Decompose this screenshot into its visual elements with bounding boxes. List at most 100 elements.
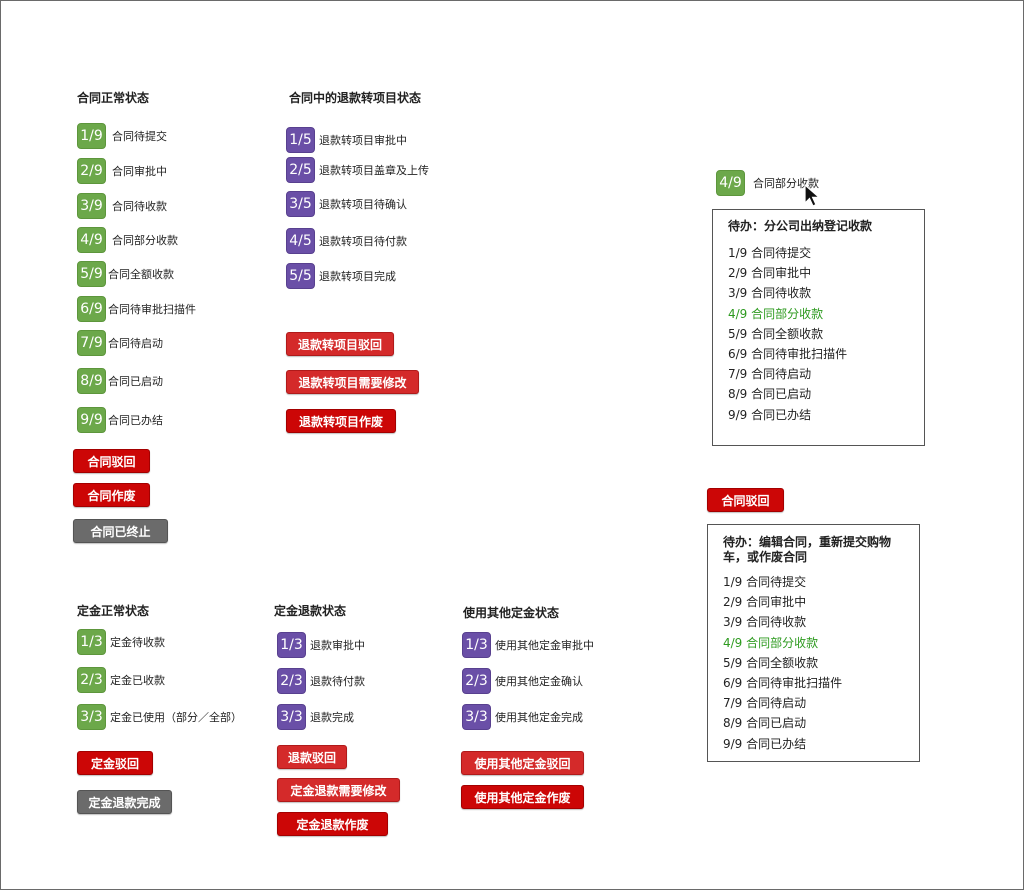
step-badge: 3/3 <box>462 704 491 730</box>
status-row: 1/9 合同待提交 <box>77 123 167 149</box>
status-label: 合同已办结 <box>108 414 163 427</box>
status-label: 合同全额收款 <box>108 268 174 281</box>
todo-item: 2/9 合同审批中 <box>723 595 807 610</box>
status-label: 定金待收款 <box>110 636 165 649</box>
todo-item: 9/9 合同已办结 <box>728 407 812 422</box>
step-badge: 1/3 <box>462 632 491 658</box>
deposit-normal-heading: 定金正常状态 <box>77 604 150 618</box>
status-label: 退款完成 <box>310 711 354 724</box>
todo-item: 8/9 合同已启动 <box>728 387 812 402</box>
todo-item: 1/9 合同待提交 <box>728 246 812 260</box>
step-badge: 3/5 <box>286 191 315 217</box>
todo-item: 5/9 合同全额收款 <box>723 655 819 670</box>
step-badge: 2/3 <box>277 668 306 694</box>
status-label: 合同待审批扫描件 <box>108 303 196 316</box>
step-badge: 1/3 <box>277 632 306 658</box>
todo-item: 7/9 合同待启动 <box>728 367 812 382</box>
status-label: 合同部分收款 <box>112 234 178 247</box>
other-deposit-reject-button[interactable]: 使用其他定金驳回 <box>461 751 584 775</box>
todo-item: 5/9 合同全额收款 <box>728 326 824 341</box>
todo-item-current: 4/9 合同部分收款 <box>723 635 819 650</box>
rejected-todo-panel: 待办：编辑合同，重新提交购物车，或作废合同 1/9 合同待提交 2/9 合同审批… <box>707 524 920 762</box>
status-row: 3/3 使用其他定金完成 <box>462 704 583 730</box>
status-label: 退款待付款 <box>310 675 365 688</box>
status-row: 1/5 退款转项目审批中 <box>286 127 407 153</box>
status-label: 使用其他定金完成 <box>495 711 583 724</box>
deposit-refund-done-button[interactable]: 定金退款完成 <box>77 790 172 814</box>
status-label: 定金已收款 <box>110 674 165 687</box>
step-badge: 3/3 <box>77 704 106 730</box>
todo-item: 6/9 合同待审批扫描件 <box>728 347 848 362</box>
status-row: 3/3 退款完成 <box>277 704 354 730</box>
refund-transfer-heading: 合同中的退款转项目状态 <box>289 91 422 105</box>
status-label: 使用其他定金确认 <box>495 675 583 688</box>
status-label: 合同待提交 <box>112 130 167 143</box>
step-badge: 1/9 <box>77 123 106 149</box>
step-badge: 5/5 <box>286 263 315 289</box>
todo-item: 8/9 合同已启动 <box>723 716 807 731</box>
status-row: 2/3 退款待付款 <box>277 668 365 694</box>
step-badge: 9/9 <box>77 407 106 433</box>
refund-transfer-modify-button[interactable]: 退款转项目需要修改 <box>286 370 419 394</box>
todo-item: 6/9 合同待审批扫描件 <box>723 676 843 691</box>
step-badge: 1/5 <box>286 127 315 153</box>
step-badge: 5/9 <box>77 261 106 287</box>
deposit-reject-button[interactable]: 定金驳回 <box>77 751 153 775</box>
example-contract-reject-button[interactable]: 合同驳回 <box>707 488 784 512</box>
contract-terminated-button[interactable]: 合同已终止 <box>73 519 168 543</box>
deposit-refund-modify-button[interactable]: 定金退款需要修改 <box>277 778 400 802</box>
todo-item: 2/9 合同审批中 <box>728 266 812 281</box>
deposit-refund-heading: 定金退款状态 <box>274 604 347 618</box>
step-badge: 1/3 <box>77 629 106 655</box>
step-badge: 4/9 <box>716 170 745 196</box>
step-badge: 2/5 <box>286 157 315 183</box>
status-row: 1/3 使用其他定金审批中 <box>462 632 594 658</box>
step-badge: 8/9 <box>77 368 106 394</box>
todo-title: 待办：分公司出纳登记收款 <box>728 219 873 233</box>
status-label: 使用其他定金审批中 <box>495 639 594 652</box>
status-label: 退款转项目完成 <box>319 270 396 283</box>
deposit-refund-void-button[interactable]: 定金退款作废 <box>277 812 388 836</box>
status-row: 2/5 退款转项目盖章及上传 <box>286 157 429 183</box>
status-label: 退款转项目审批中 <box>319 134 407 147</box>
status-label: 合同已启动 <box>108 375 163 388</box>
step-badge: 2/9 <box>77 158 106 184</box>
contract-normal-heading: 合同正常状态 <box>77 91 150 105</box>
status-label: 退款转项目待付款 <box>319 235 407 248</box>
example-partial-status: 4/9 合同部分收款 <box>716 170 819 196</box>
todo-item: 9/9 合同已办结 <box>723 736 807 751</box>
todo-status-list: 1/9 合同待提交 2/9 合同审批中 3/9 合同待收款 4/9 合同部分收款… <box>728 243 914 425</box>
status-label: 退款转项目盖章及上传 <box>319 164 429 177</box>
refund-transfer-void-button[interactable]: 退款转项目作废 <box>286 409 396 433</box>
status-label: 合同待启动 <box>108 337 163 350</box>
step-badge: 4/9 <box>77 227 106 253</box>
todo-status-list: 1/9 合同待提交 2/9 合同审批中 3/9 合同待收款 4/9 合同部分收款… <box>723 572 909 754</box>
status-label: 合同待收款 <box>112 200 167 213</box>
refund-transfer-reject-button[interactable]: 退款转项目驳回 <box>286 332 394 356</box>
other-deposit-heading: 使用其他定金状态 <box>463 606 560 620</box>
status-row: 1/3 定金待收款 <box>77 629 165 655</box>
deposit-refund-reject-button[interactable]: 退款驳回 <box>277 745 347 769</box>
status-row: 4/9 合同部分收款 <box>77 227 178 253</box>
todo-item: 3/9 合同待收款 <box>723 615 807 630</box>
step-badge: 3/3 <box>277 704 306 730</box>
contract-void-button[interactable]: 合同作废 <box>73 483 150 507</box>
partial-payment-todo-panel: 待办：分公司出纳登记收款 1/9 合同待提交 2/9 合同审批中 3/9 合同待… <box>712 209 925 446</box>
status-label: 合同部分收款 <box>753 177 819 190</box>
contract-reject-button[interactable]: 合同驳回 <box>73 449 150 473</box>
other-deposit-void-button[interactable]: 使用其他定金作废 <box>461 785 584 809</box>
step-badge: 6/9 <box>77 296 106 322</box>
todo-item: 1/9 合同待提交 <box>723 575 807 589</box>
step-badge: 3/9 <box>77 193 106 219</box>
